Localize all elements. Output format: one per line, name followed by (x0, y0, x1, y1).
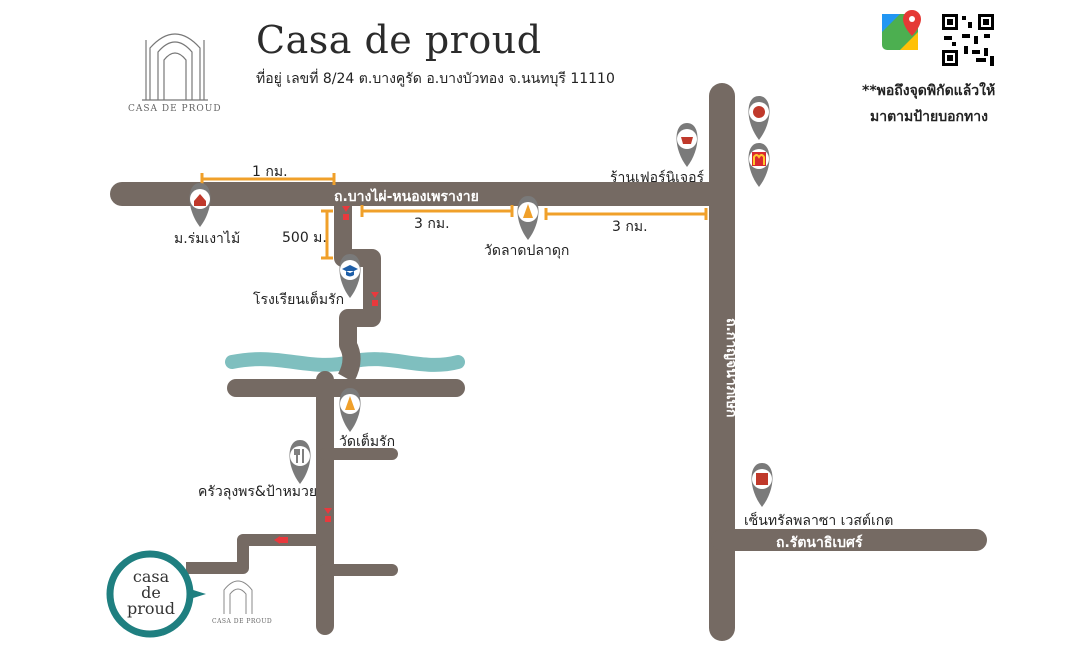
village-pin (189, 183, 211, 227)
furniture-label: ร้านเฟอร์นิเจอร์ (610, 170, 705, 186)
direction-arrow (324, 508, 332, 522)
qr-note-line1: **พอถึงจุดพิกัดแล้วให้ (862, 83, 996, 99)
main-road-label: ถ.บางไผ่-หนองเพรางาย (334, 189, 479, 205)
casa-logo-small (223, 580, 253, 614)
logo-text-small: CASA DE PROUD (212, 618, 273, 625)
central-icon (756, 473, 768, 485)
direction-arrow (342, 206, 350, 220)
mcdonalds-icon (753, 154, 765, 165)
wat-tem-label: วัดเต็มรัก (339, 434, 396, 450)
kfc-icon (753, 106, 765, 118)
direction-arrow (274, 536, 288, 544)
logo-text: CASA DE PROUD (128, 104, 222, 114)
soi-road (334, 200, 381, 383)
distance-3km-b: 3 กม. (612, 219, 648, 235)
restaurant-label: ครัวลุงพร&ป้าหมวย (198, 484, 318, 500)
restaurant-pin (289, 440, 311, 484)
school-pin (339, 254, 361, 298)
central-pin (751, 463, 773, 507)
basket-icon (681, 137, 693, 144)
temple-icon (523, 204, 533, 218)
house-icon (194, 194, 206, 206)
distance-1km: 1 กม. (252, 164, 288, 180)
temple-icon (345, 396, 355, 410)
qr-code-icon (940, 12, 996, 68)
destination-label: casa de proud (126, 567, 176, 618)
distance-500m: 500 ม. (282, 230, 327, 246)
vertical-road-label: ถ.กาญจนาภิเษก (723, 318, 739, 417)
branch-3 (186, 534, 325, 574)
distance-3km-a: 3 กม. (414, 216, 450, 232)
wat-lat-label: วัดลาดปลาดุก (484, 243, 570, 259)
wat-tem-pin (339, 388, 361, 432)
wat-lat-pin (517, 196, 539, 240)
central-label: เซ็นทรัลพลาซา เวสต์เกต (744, 513, 894, 529)
school-label: โรงเรียนเต็มรัก (253, 292, 345, 308)
address: ที่อยู่ เลขที่ 8/24 ต.บางคูรัด อ.บางบัวท… (256, 71, 615, 87)
kfc-pin (748, 96, 770, 140)
page-title: Casa de proud (256, 18, 542, 62)
direction-arrow (371, 292, 379, 306)
casa-logo (142, 33, 208, 101)
destination-pointer (190, 589, 206, 599)
ratanathibet-road-label: ถ.รัตนาธิเบศร์ (776, 535, 863, 551)
qr-note-line2: มาตามป้ายบอกทาง (870, 109, 988, 125)
google-maps-icon (882, 10, 921, 50)
fork-knife-icon (294, 449, 304, 463)
mcdonalds-pin (748, 143, 770, 187)
school-icon (342, 265, 358, 277)
furniture-pin (676, 123, 698, 167)
village-label: ม.ร่มเงาไม้ (174, 231, 241, 247)
